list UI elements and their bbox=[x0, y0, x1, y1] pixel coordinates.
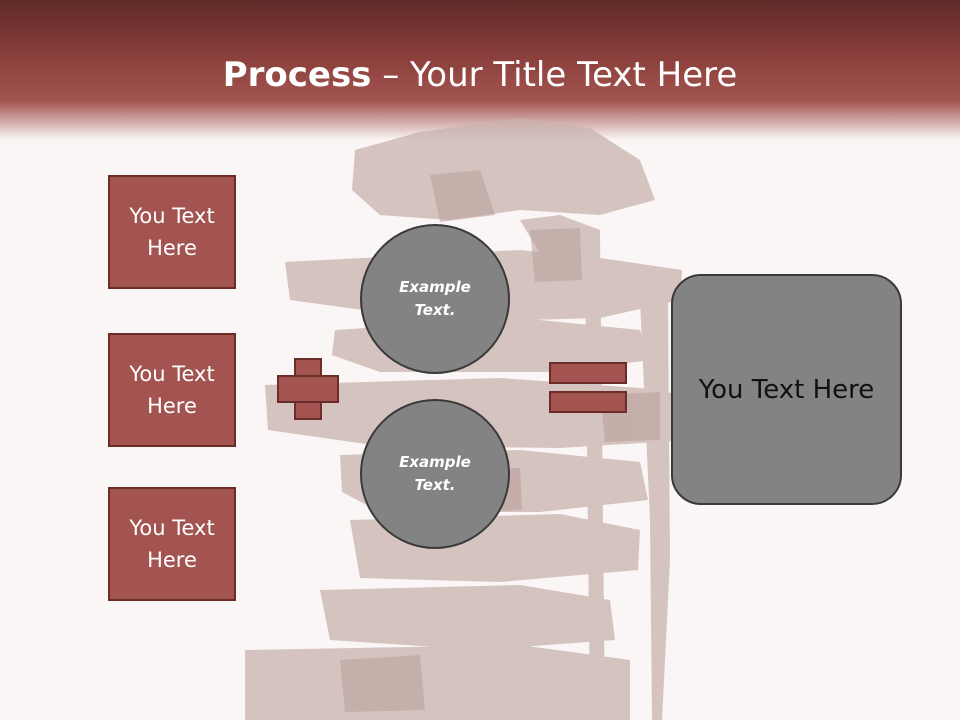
input-box-1: You Text Here bbox=[108, 175, 236, 289]
example-circle-2: Example Text. bbox=[360, 399, 510, 549]
input-box-3-label: You Text Here bbox=[129, 516, 215, 572]
input-box-1-label: You Text Here bbox=[129, 204, 215, 260]
result-box: You Text Here bbox=[671, 274, 902, 505]
result-box-label: You Text Here bbox=[698, 374, 875, 405]
title-bar bbox=[0, 0, 960, 140]
page-title: Process – Your Title Text Here bbox=[0, 52, 960, 98]
example-circle-1-label: Example Text. bbox=[399, 278, 471, 319]
title-bold: Process bbox=[222, 55, 372, 95]
example-circle-1: Example Text. bbox=[360, 224, 510, 374]
input-box-2: You Text Here bbox=[108, 333, 236, 447]
example-circle-2-label: Example Text. bbox=[399, 453, 471, 494]
input-box-2-label: You Text Here bbox=[129, 362, 215, 418]
title-rest: – Your Title Text Here bbox=[371, 55, 738, 95]
input-box-3: You Text Here bbox=[108, 487, 236, 601]
